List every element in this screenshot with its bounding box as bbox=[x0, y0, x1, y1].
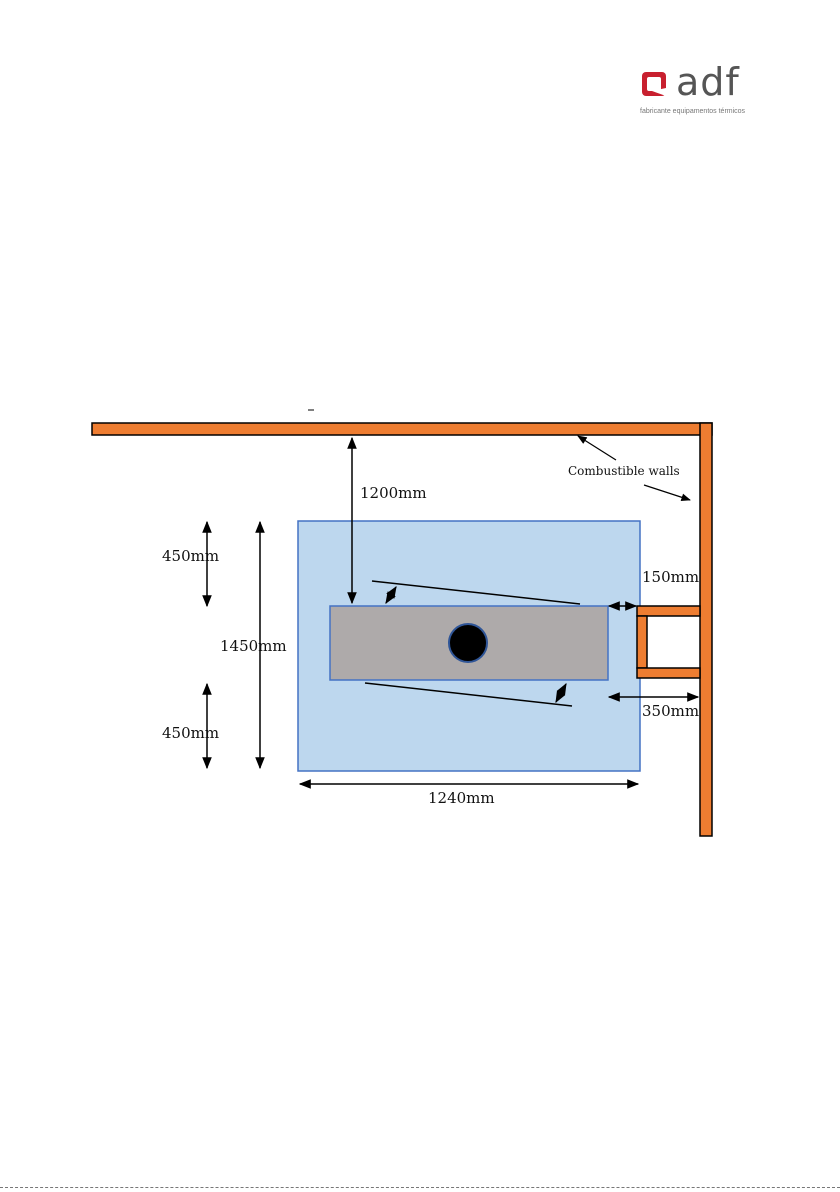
side-clearance-large-label: 350mm bbox=[642, 702, 699, 720]
top-clearance-label: 1200mm bbox=[360, 484, 427, 502]
top-combustible-wall bbox=[92, 423, 712, 435]
rear-extension-label: 450mm bbox=[162, 724, 219, 742]
bracket-bottom-bar bbox=[637, 668, 700, 678]
wall-pointer-top bbox=[578, 436, 616, 460]
flue-outlet bbox=[449, 624, 487, 662]
wall-label: Combustible walls bbox=[568, 464, 680, 478]
side-clearance-small-label: 150mm bbox=[642, 568, 699, 586]
front-extension-label: 450mm bbox=[162, 547, 219, 565]
bracket-vertical-bar bbox=[637, 616, 647, 668]
hearth-width-label: 1240mm bbox=[428, 789, 495, 807]
bracket-top-bar bbox=[637, 606, 700, 616]
right-combustible-wall bbox=[700, 423, 712, 836]
page-bottom-rule bbox=[0, 1187, 840, 1188]
hearth-depth-label: 1450mm bbox=[220, 637, 287, 655]
wall-pointer-right bbox=[644, 485, 690, 500]
